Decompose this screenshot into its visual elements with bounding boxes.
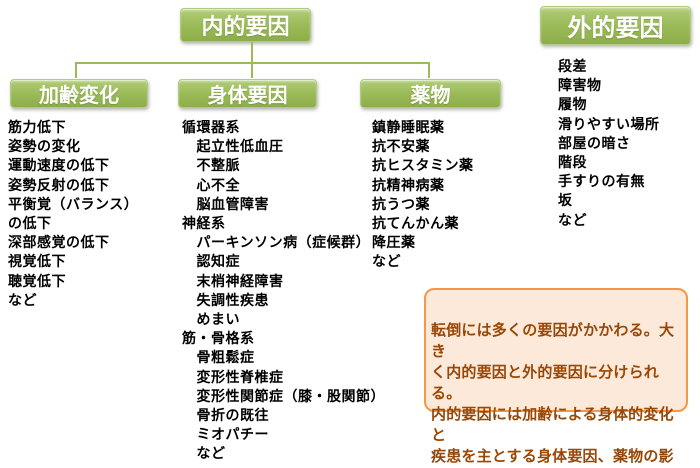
list-item: ミオパチー <box>182 426 269 443</box>
list-item: 手すりの有無 <box>558 173 645 190</box>
list-item: 滑りやすい場所 <box>558 115 660 132</box>
drugs-list: 鎮静睡眠薬抗不安薬抗ヒスタミン薬抗精神病薬抗うつ薬抗てんかん薬降圧薬など <box>372 118 474 272</box>
aging-changes-list: 筋力低下姿勢の変化運動速度の低下姿勢反射の低下平衡覚（バランス） の低下深部感覚の… <box>8 118 138 310</box>
summary-note-text: 転倒には多くの要因がかかわる。大き く内的要因と外的要因に分けられる。 内的要因… <box>431 322 675 465</box>
list-item: の低下 <box>8 215 52 232</box>
list-item: 脳血管障害 <box>182 195 269 212</box>
list-item: 障害物 <box>558 77 602 94</box>
node-drugs: 薬物 <box>360 79 501 108</box>
list-item: 降圧薬 <box>372 234 416 251</box>
list-item: 聴覚低下 <box>8 272 66 289</box>
list-item: 循環器系 <box>182 119 240 135</box>
list-item: 変形性関節症（膝・股関節） <box>182 387 385 404</box>
list-item: 運動速度の低下 <box>8 157 110 174</box>
list-item: 階段 <box>558 154 587 171</box>
list-item: 段差 <box>558 58 587 74</box>
list-item: など <box>372 253 401 270</box>
list-item: 心不全 <box>182 176 240 193</box>
list-item: 履物 <box>558 96 587 113</box>
list-item: など <box>8 291 37 308</box>
list-item: 失調性疾患 <box>182 291 269 308</box>
node-aging-changes-label: 加齢変化 <box>39 85 119 107</box>
connector-drop-aging <box>75 62 77 78</box>
list-item: 抗精神病薬 <box>372 176 445 193</box>
connector-drop-physical <box>251 62 253 78</box>
list-item: 深部感覚の低下 <box>8 234 110 251</box>
node-internal-factors-label: 内的要因 <box>201 14 290 39</box>
list-item: 起立性低血圧 <box>182 138 284 155</box>
list-item: 姿勢反射の低下 <box>8 176 110 193</box>
summary-note-box: 転倒には多くの要因がかかわる。大き く内的要因と外的要因に分けられる。 内的要因… <box>424 288 688 465</box>
list-item: 末梢神経障害 <box>182 272 284 289</box>
node-internal-factors: 内的要因 <box>180 8 311 42</box>
external-factors-list: 段差障害物履物滑りやすい場所部屋の暗さ階段手すりの有無坂など <box>558 57 660 230</box>
list-item: めまい <box>182 311 240 328</box>
list-item: 骨粗鬆症 <box>182 349 255 366</box>
list-item: 抗不安薬 <box>372 138 430 155</box>
list-item: 骨折の既往 <box>182 407 269 424</box>
list-item: 平衡覚（バランス） <box>8 195 139 212</box>
list-item: 抗うつ薬 <box>372 195 430 212</box>
list-item: 筋・骨格系 <box>182 330 255 347</box>
list-item: パーキンソン病（症候群） <box>182 234 371 251</box>
list-item: 筋力低下 <box>8 119 66 135</box>
list-item: 不整脈 <box>182 157 240 174</box>
node-physical-factors: 身体要因 <box>178 79 317 108</box>
list-item: 視覚低下 <box>8 253 66 270</box>
list-item: 姿勢の変化 <box>8 138 81 155</box>
connector-drop-drugs <box>428 62 430 78</box>
node-aging-changes: 加齢変化 <box>10 79 148 108</box>
list-item: 鎮静睡眠薬 <box>372 119 445 135</box>
node-external-factors: 外的要因 <box>540 6 691 45</box>
list-item: 神経系 <box>182 215 226 232</box>
connector-internal-stem <box>251 42 253 63</box>
list-item: 変形性脊椎症 <box>182 368 284 385</box>
node-physical-factors-label: 身体要因 <box>207 85 288 107</box>
list-item: 坂 <box>558 192 573 209</box>
physical-factors-list: 循環器系 起立性低血圧 不整脈 心不全 脳血管障害神経系 パーキンソン病（症候群… <box>182 118 385 464</box>
node-external-factors-label: 外的要因 <box>567 15 664 42</box>
list-item: 認知症 <box>182 253 240 270</box>
list-item: 抗ヒスタミン薬 <box>372 157 474 174</box>
list-item: 抗てんかん薬 <box>372 215 459 232</box>
list-item: など <box>558 211 587 228</box>
node-drugs-label: 薬物 <box>410 85 451 107</box>
list-item: 部屋の暗さ <box>558 134 631 151</box>
list-item: など <box>182 445 226 462</box>
